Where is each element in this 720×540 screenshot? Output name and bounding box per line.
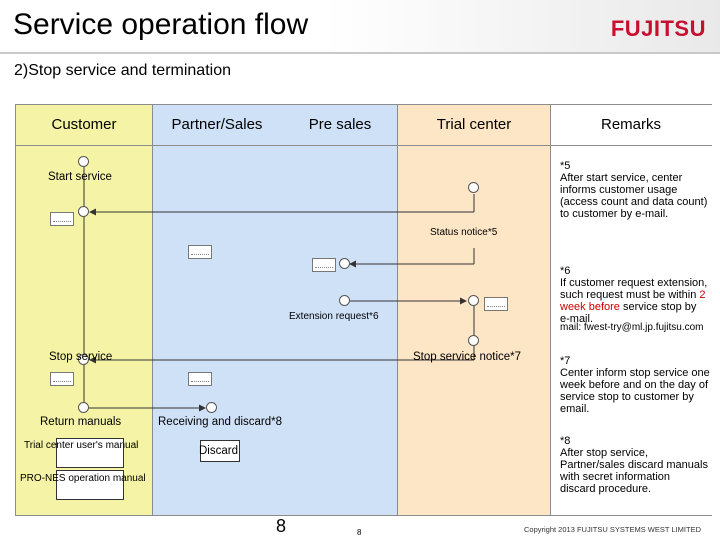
- node-extension-start: [339, 295, 350, 306]
- lane-header-partner: Partner/Sales: [152, 104, 282, 146]
- document-icon: [56, 438, 124, 468]
- discard-document-icon: [200, 440, 240, 462]
- node-return: [78, 402, 89, 413]
- section-subtitle: 2)Stop service and termination: [14, 62, 231, 79]
- mail-icon: [50, 372, 74, 386]
- label-discard: Discard: [199, 445, 238, 457]
- label-stop-service-notice: Stop service notice*7: [413, 351, 522, 363]
- page-number: 8: [276, 516, 287, 536]
- header-divider: [0, 52, 720, 54]
- lane-header-trial: Trial center: [397, 104, 551, 146]
- node-start: [78, 156, 89, 167]
- remark-6-mail: mail: fwest-try@ml.jp.fujitsu.com: [560, 322, 704, 333]
- node-extension-recv: [339, 258, 350, 269]
- copyright: Copyright 2013 FUJITSU SYSTEMS WEST LIMI…: [524, 525, 701, 534]
- remark-6: *6 If customer request extension, such r…: [560, 253, 708, 325]
- node-status: [468, 182, 479, 193]
- mail-icon: [484, 297, 508, 311]
- lane-header-customer: Customer: [15, 104, 153, 146]
- lane-remarks: [550, 104, 712, 516]
- document-icon: [56, 470, 124, 500]
- remark-6-text-end: service stop by e-mail.: [560, 301, 697, 325]
- node-status-customer: [78, 206, 89, 217]
- label-manual-2: PRO-NES operation manual: [20, 473, 146, 484]
- node-receive: [206, 402, 217, 413]
- lane-header-remarks: Remarks: [550, 104, 712, 146]
- node-stop-customer: [78, 354, 89, 365]
- label-extension-request: Extension request*6: [289, 311, 379, 322]
- remark-7: *7 Center inform stop service one week b…: [560, 355, 710, 415]
- mail-icon: [188, 372, 212, 386]
- page-title: Service operation flow: [13, 8, 309, 41]
- remark-6-text: *6 If customer request extension, such r…: [560, 265, 708, 301]
- header-band: [0, 0, 720, 52]
- remark-8: *8 After stop service, Partner/sales dis…: [560, 435, 708, 495]
- small-page-number: 8: [357, 528, 362, 537]
- node-extension-trial: [468, 295, 479, 306]
- node-stop-notice: [468, 335, 479, 346]
- label-return-manuals: Return manuals: [40, 416, 122, 428]
- label-start-service: Start service: [48, 171, 112, 183]
- mail-icon: [312, 258, 336, 272]
- remark-5: *5 After start service, center informs c…: [560, 160, 708, 220]
- lane-header-presales: Pre sales: [282, 104, 398, 146]
- label-status-notice: Status notice*5: [430, 227, 498, 238]
- label-manual-1: Trial center user's manual: [24, 440, 139, 451]
- label-receiving-discard: Receiving and discard*8: [158, 416, 283, 428]
- lane-partner: [152, 104, 398, 516]
- remark-6-highlight: 2 week before: [560, 289, 706, 313]
- label-stop-service: Stop service: [49, 351, 113, 363]
- mail-icon: [50, 212, 74, 226]
- fujitsu-logo: FUJITSU: [610, 16, 706, 41]
- mail-icon: [188, 245, 212, 259]
